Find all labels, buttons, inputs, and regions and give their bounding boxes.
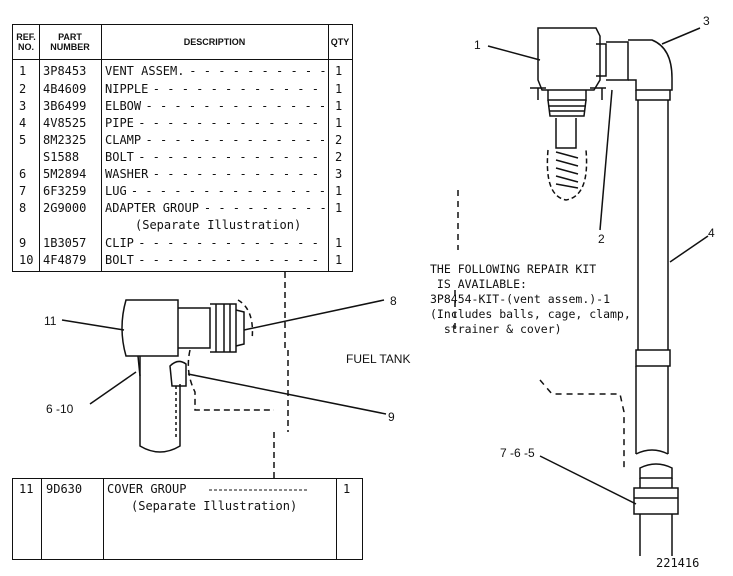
- part-number: 2G9000: [43, 201, 87, 215]
- callout-4: 4: [708, 226, 715, 240]
- cover-part-number: 9D630: [46, 482, 83, 496]
- leader-dashes: - - - - - - - - - - - - - - - - - - - - …: [138, 236, 329, 250]
- table-row: 3 3B6499 ELBOW 1 - - - - - - - - - - - - - -…: [13, 98, 352, 115]
- header-part-number: PART NUMBER: [50, 32, 90, 52]
- description: ADAPTER GROUP: [105, 201, 199, 215]
- table-row: (Separate Illustration): [13, 217, 352, 234]
- leader-dashes: - - - - - - - - - - - - - - - - - - - - …: [152, 82, 329, 96]
- leader-dashes: - - - - - - - - - - - - - - - - - - - - …: [152, 167, 329, 181]
- ref-no: 9: [19, 236, 27, 250]
- table-row: 5 8M2325 CLAMP 2 - - - - - - - - - - - - - -…: [13, 132, 352, 149]
- ref-no: 8: [19, 201, 27, 215]
- part-number: S1588: [43, 150, 80, 164]
- ref-no: 6: [19, 167, 27, 181]
- quantity: 1: [335, 201, 343, 215]
- table-row: 8 2G9000 ADAPTER GROUP 1 - - - - - - - - - -…: [13, 200, 352, 217]
- table-row: 2 4B4609 NIPPLE 1 - - - - - - - - - - - - - …: [13, 81, 352, 98]
- header-qty: QTY: [330, 37, 350, 47]
- callout-9: 9: [388, 410, 395, 424]
- callout-1: 1: [474, 38, 481, 52]
- leader-dashes: - - - - - - - - - - - - - - - - - - - - …: [138, 150, 329, 164]
- header-ref: REF. NO.: [16, 32, 36, 52]
- leader-dashes: - - - - - - - - - - - - - - - - - - - - …: [130, 184, 326, 198]
- callout-2: 2: [598, 232, 605, 246]
- description: CLIP: [105, 236, 134, 250]
- part-number: 3B6499: [43, 99, 87, 113]
- quantity: 3: [335, 167, 343, 181]
- quantity: 1: [335, 64, 343, 78]
- part-number: 1B3057: [43, 236, 87, 250]
- cover-table: 11 9D630 COVER GROUP (Separate Illustrat…: [12, 478, 363, 560]
- quantity: 1: [335, 236, 343, 250]
- repair-kit-note: THE FOLLOWING REPAIR KIT IS AVAILABLE: 3…: [430, 262, 631, 336]
- table-row: 1 3P8453 VENT ASSEM. 1 - - - - - - - - - - -…: [13, 63, 352, 80]
- description: ELBOW: [105, 99, 142, 113]
- callout-7-6-5: 7 -6 -5: [500, 446, 535, 460]
- part-number: 5M2894: [43, 167, 87, 181]
- header-description: DESCRIPTION: [183, 37, 246, 47]
- cover-ref: 11: [19, 482, 34, 496]
- ref-no: 10: [19, 253, 34, 267]
- description: WASHER: [105, 167, 149, 181]
- leader-dashes: - - - - - - - - - - - - - - - - - - - - …: [138, 116, 329, 130]
- table-row: 9 1B3057 CLIP 1 - - - - - - - - - - - - - - …: [13, 235, 352, 252]
- leader-dashes: - - - - - - - - - - - - - - - - - - - - …: [145, 133, 327, 147]
- table-row: 4 4V8525 PIPE 1 - - - - - - - - - - - - - - …: [13, 115, 352, 132]
- quantity: 1: [335, 184, 343, 198]
- leader-dashes: - - - - - - - - - - - - - - - - - - - - …: [138, 253, 329, 267]
- description: BOLT: [105, 253, 134, 267]
- callout-11: 11: [44, 314, 57, 328]
- leader-dashes: - - - - - - - - - - - - - - - - - - - - …: [203, 201, 327, 215]
- leader-dashes: - - - - - - - - - - - - - - - - - - - - …: [189, 64, 327, 78]
- part-number: 4V8525: [43, 116, 87, 130]
- quantity: 1: [335, 82, 343, 96]
- part-number: 6F3259: [43, 184, 87, 198]
- part-number: 8M2325: [43, 133, 87, 147]
- part-number: 4F4879: [43, 253, 87, 267]
- quantity: 2: [335, 150, 343, 164]
- table-header: REF. NO. PART NUMBER DESCRIPTION QTY: [13, 25, 352, 60]
- callout-3: 3: [703, 14, 710, 28]
- leader-dashes: - - - - - - - - - - - - - - - - - - - - …: [145, 99, 327, 113]
- ref-no: 3: [19, 99, 27, 113]
- table-row: S1588 BOLT 2 - - - - - - - - - - - - - - - …: [13, 149, 352, 166]
- quantity: 2: [335, 133, 343, 147]
- description: PIPE: [105, 116, 134, 130]
- table-row: 10 4F4879 BOLT 1 - - - - - - - - - - - - - -…: [13, 252, 352, 269]
- description: NIPPLE: [105, 82, 149, 96]
- ref-no: 1: [19, 64, 27, 78]
- quantity: 1: [335, 253, 343, 267]
- cover-description: COVER GROUP: [107, 482, 187, 496]
- figure-number: 221416: [656, 556, 700, 570]
- part-number: 3P8453: [43, 64, 87, 78]
- ref-no: 4: [19, 116, 27, 130]
- description: VENT ASSEM.: [105, 64, 185, 78]
- table-row: 7 6F3259 LUG 1 - - - - - - - - - - - - - - -…: [13, 183, 352, 200]
- table-row: 6 5M2894 WASHER 3 - - - - - - - - - - - - - …: [13, 166, 352, 183]
- description: (Separate Illustration): [135, 218, 302, 232]
- description: CLAMP: [105, 133, 142, 147]
- description: LUG: [105, 184, 127, 198]
- cover-sub-description: (Separate Illustration): [131, 499, 298, 513]
- description: BOLT: [105, 150, 134, 164]
- quantity: 1: [335, 99, 343, 113]
- quantity: 1: [335, 116, 343, 130]
- ref-no: 7: [19, 184, 27, 198]
- ref-no: 5: [19, 133, 27, 147]
- callout-6-10: 6 -10: [46, 402, 74, 416]
- cover-qty: 1: [343, 482, 351, 496]
- part-number: 4B4609: [43, 82, 87, 96]
- fuel-tank-label: FUEL TANK: [346, 352, 411, 366]
- ref-no: 2: [19, 82, 27, 96]
- callout-8: 8: [390, 294, 397, 308]
